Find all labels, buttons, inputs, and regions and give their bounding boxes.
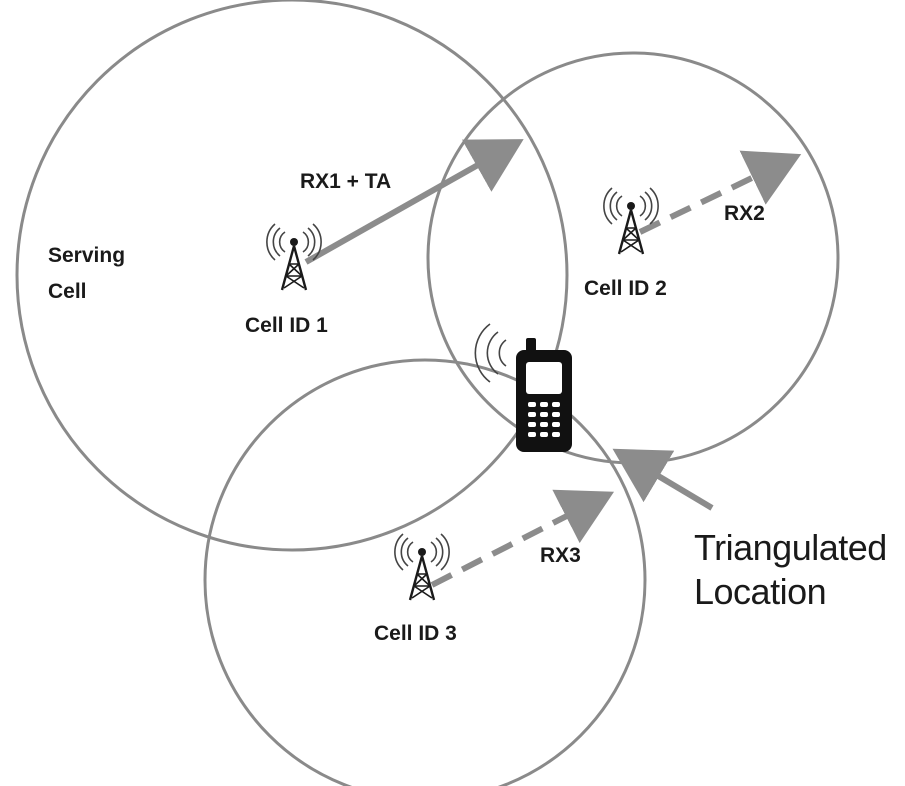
serving-cell-label-line1: Serving [48, 244, 125, 267]
rx3-arrow [430, 489, 615, 588]
rx2-label: RX2 [724, 202, 765, 225]
cell-id-2-label: Cell ID 2 [584, 277, 667, 300]
mobile-phone-icon [474, 323, 572, 452]
triangulated-location-label-line1: Triangulated [694, 527, 887, 568]
cell-3-circle [203, 358, 647, 786]
cell-tower-3-icon [393, 532, 451, 602]
rx2-arrow [638, 150, 802, 235]
cell-2-circle [426, 51, 840, 465]
rx1-ta-arrow [304, 139, 524, 265]
rx3-label: RX3 [540, 544, 581, 567]
cell-id-3-label: Cell ID 3 [374, 622, 457, 645]
triangulated-location-arrow [612, 448, 714, 511]
triangulated-location-label-line2: Location [694, 571, 826, 612]
serving-cell-label-line2: Cell [48, 280, 87, 303]
rx1-ta-label: RX1 + TA [300, 170, 391, 193]
cell-tower-2-icon [602, 186, 660, 256]
cell-id-1-label: Cell ID 1 [245, 314, 328, 337]
serving-cell-circle [15, 0, 569, 552]
